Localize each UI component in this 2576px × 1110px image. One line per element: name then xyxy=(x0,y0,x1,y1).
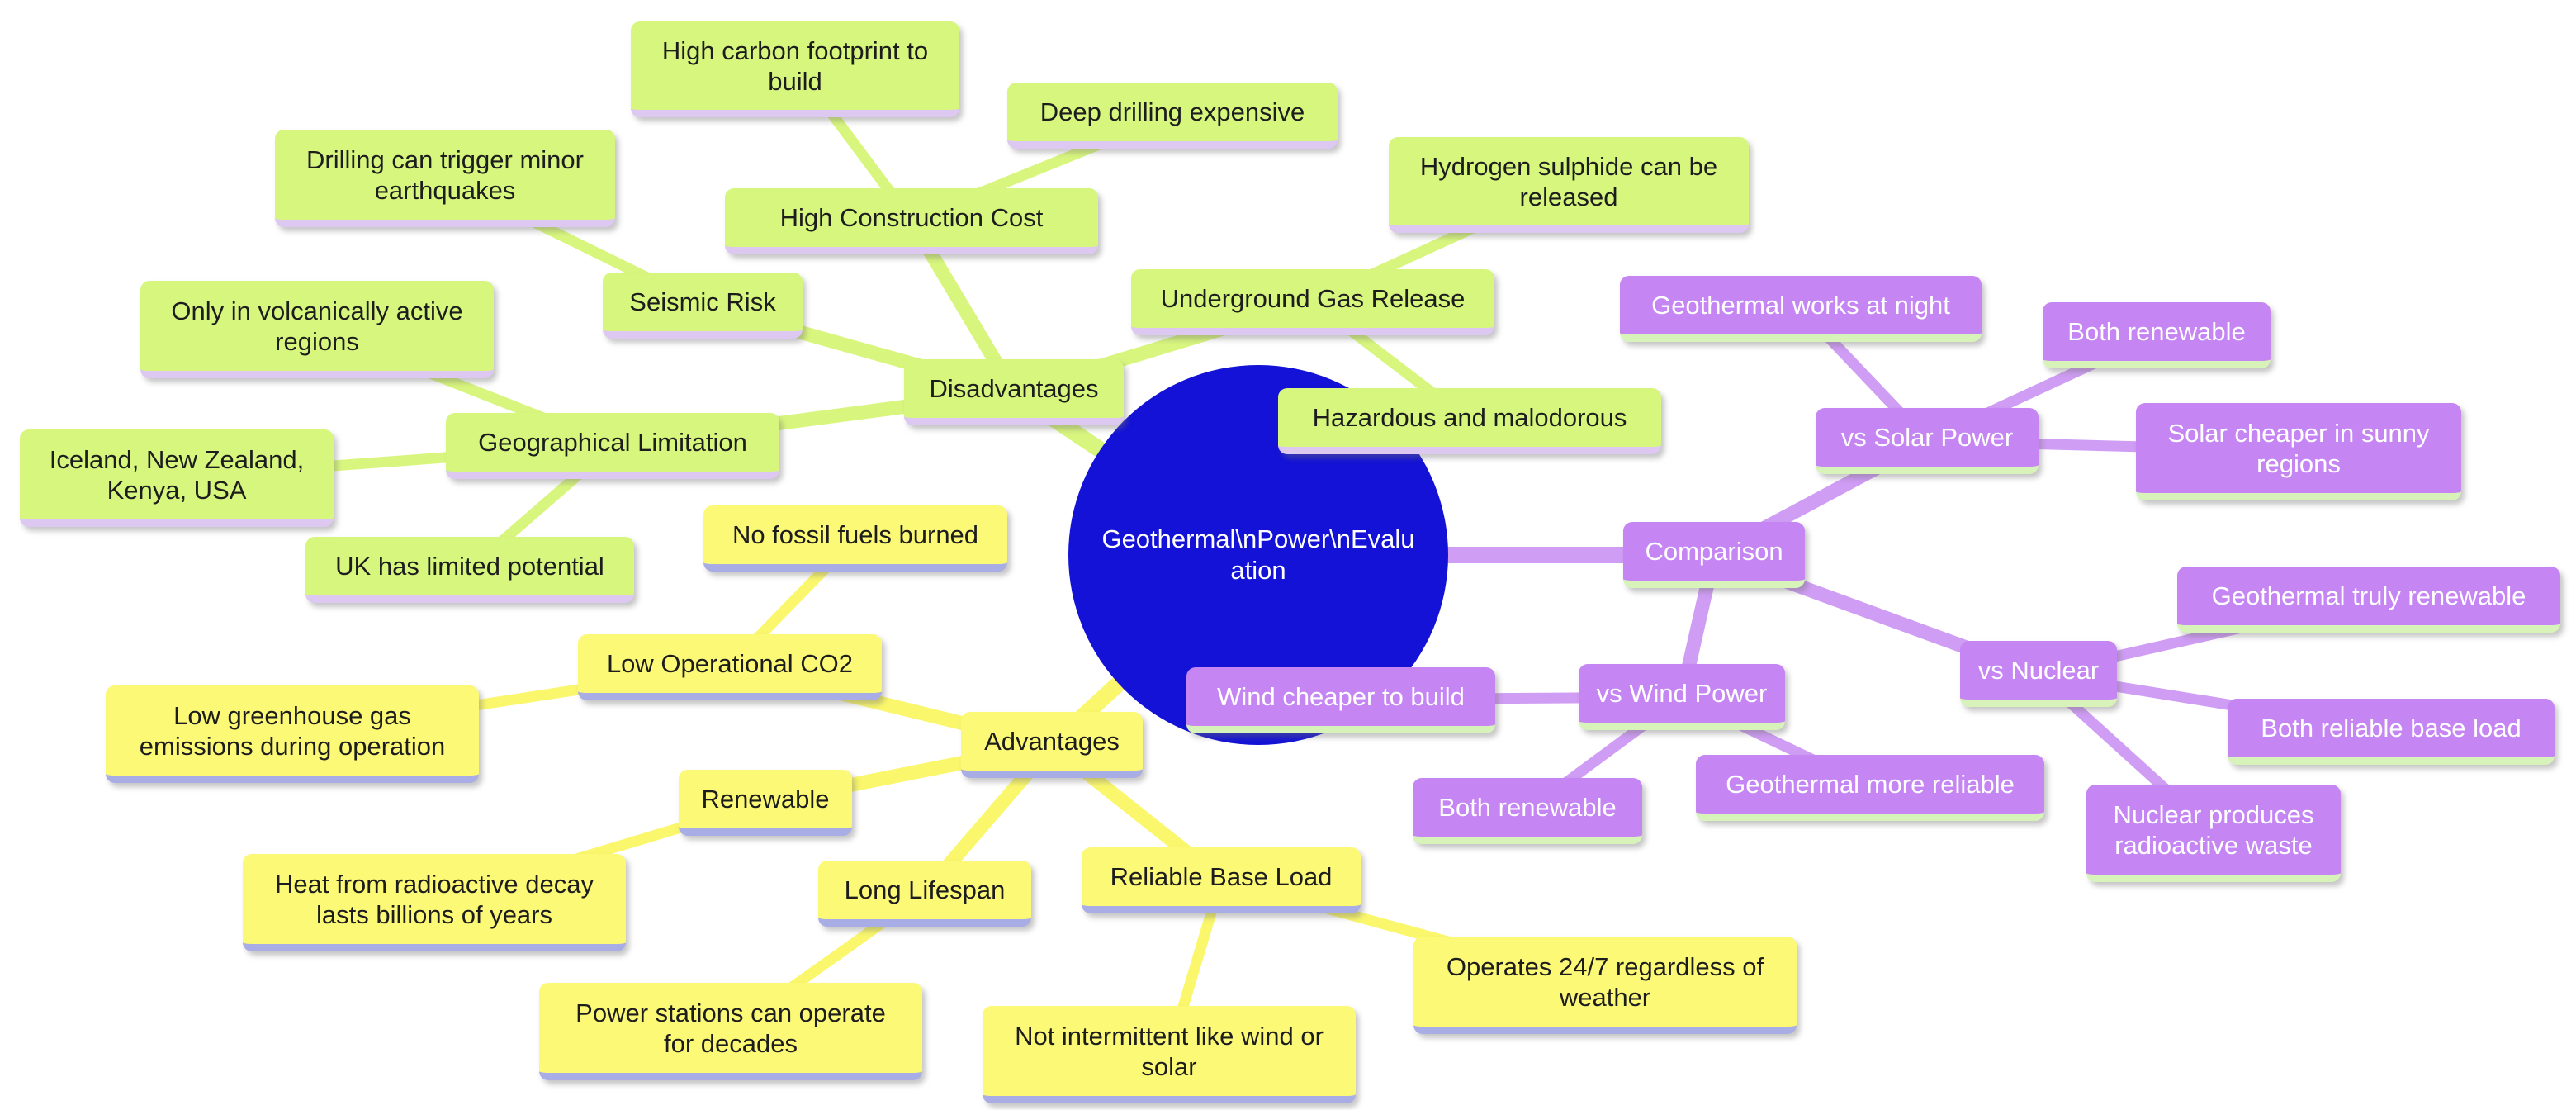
node-both-renewable-solar: Both renewable xyxy=(2043,302,2271,368)
node-label-line: solar xyxy=(1141,1051,1197,1081)
node-vs-solar-power: vs Solar Power xyxy=(1816,408,2039,474)
node-power-stations-operate-decades: Power stations can operate for decades xyxy=(539,983,922,1080)
node-label-line: for decades xyxy=(664,1028,798,1058)
root-label-line: ation xyxy=(1230,556,1286,585)
node-hazardous-and-malodorous: Hazardous and malodorous xyxy=(1278,388,1661,454)
node-label-line: Long Lifespan xyxy=(844,875,1006,904)
node-geographical-limitation: Geographical Limitation xyxy=(446,413,779,479)
node-label-line: Not intermittent like wind or xyxy=(1015,1021,1324,1051)
node-label-line: earthquakes xyxy=(374,175,516,205)
node-label-line: vs Wind Power xyxy=(1596,679,1768,708)
node-label-line: emissions during operation xyxy=(139,731,446,761)
node-label-line: UK has limited potential xyxy=(335,552,604,581)
node-high-carbon-footprint: High carbon footprint to build xyxy=(631,21,959,117)
node-label-line: regions xyxy=(275,326,359,356)
node-advantages: Advantages xyxy=(961,712,1143,778)
node-high-construction-cost: High Construction Cost xyxy=(725,188,1098,254)
node-label-line: Heat from radioactive decay xyxy=(275,869,594,899)
node-label-line: vs Nuclear xyxy=(1977,656,2100,685)
node-geothermal-works-at-night: Geothermal works at night xyxy=(1620,276,1982,342)
node-label-line: Operates 24/7 regardless of xyxy=(1446,951,1764,981)
node-label-line: Geothermal works at night xyxy=(1651,291,1950,320)
node-wind-cheaper-to-build: Wind cheaper to build xyxy=(1186,667,1495,733)
node-label-line: Seismic Risk xyxy=(629,287,776,316)
node-geothermal-more-reliable: Geothermal more reliable xyxy=(1696,755,2044,821)
node-no-fossil-fuels-burned: No fossil fuels burned xyxy=(703,505,1007,572)
node-vs-wind-power: vs Wind Power xyxy=(1579,664,1785,730)
node-heat-radioactive-decay: Heat from radioactive decay lasts billio… xyxy=(243,854,626,951)
node-not-intermittent: Not intermittent like wind or solar xyxy=(983,1006,1356,1103)
node-label-line: Iceland, New Zealand, xyxy=(49,444,305,474)
node-label-line: Wind cheaper to build xyxy=(1217,682,1465,711)
node-label-line: weather xyxy=(1559,982,1651,1012)
node-underground-gas-release: Underground Gas Release xyxy=(1131,269,1494,335)
node-renewable: Renewable xyxy=(679,770,852,836)
node-only-volcanically-active-regions: Only in volcanically active regions xyxy=(140,281,494,378)
node-label-line: High carbon footprint to xyxy=(661,36,929,65)
node-label-line: No fossil fuels burned xyxy=(732,520,979,549)
node-label-line: Renewable xyxy=(701,785,830,814)
node-iceland-new-zealand-kenya-usa: Iceland, New Zealand, Kenya, USA xyxy=(20,429,334,527)
node-label-line: lasts billions of years xyxy=(315,899,552,929)
node-deep-drilling-expensive: Deep drilling expensive xyxy=(1007,83,1338,149)
node-label-line: Solar cheaper in sunny xyxy=(2167,418,2430,448)
node-label-line: Low greenhouse gas xyxy=(173,700,411,730)
node-hydrogen-sulphide-released: Hydrogen sulphide can be released xyxy=(1389,137,1749,233)
node-both-renewable-wind: Both renewable xyxy=(1413,778,1642,844)
node-label-line: regions xyxy=(2256,448,2341,478)
node-vs-nuclear: vs Nuclear xyxy=(1960,641,2117,707)
node-seismic-risk: Seismic Risk xyxy=(603,273,803,339)
root-label-line: Geothermal\nPower\nEvalu xyxy=(1101,524,1415,553)
node-comparison: Comparison xyxy=(1623,522,1805,588)
node-label-line: Underground Gas Release xyxy=(1160,284,1466,313)
node-nuclear-radioactive-waste: Nuclear produces radioactive waste xyxy=(2086,785,2341,882)
node-both-reliable-base-load: Both reliable base load xyxy=(2228,699,2555,765)
node-label-line: vs Solar Power xyxy=(1840,423,2014,452)
node-label-line: radioactive waste xyxy=(2114,830,2313,860)
node-disadvantages: Disadvantages xyxy=(904,359,1124,425)
node-label-line: Disadvantages xyxy=(929,374,1099,403)
node-label-line: Hazardous and malodorous xyxy=(1312,403,1627,432)
node-reliable-base-load: Reliable Base Load xyxy=(1082,847,1361,913)
node-operates-24-7: Operates 24/7 regardless of weather xyxy=(1413,937,1797,1034)
node-low-greenhouse-gas-emissions: Low greenhouse gas emissions during oper… xyxy=(106,685,479,783)
node-label-line: build xyxy=(768,66,822,96)
node-label-line: Low Operational CO2 xyxy=(606,649,854,678)
node-label-line: Reliable Base Load xyxy=(1110,862,1333,891)
node-label-line: Kenya, USA xyxy=(107,475,247,505)
node-label-line: Drilling can trigger minor xyxy=(306,145,584,174)
node-label-line: Both renewable xyxy=(1438,793,1617,822)
node-label-line: Comparison xyxy=(1645,537,1783,566)
node-label-line: Deep drilling expensive xyxy=(1039,97,1305,126)
node-drilling-trigger-earthquakes: Drilling can trigger minor earthquakes xyxy=(275,130,615,227)
node-label-line: Geothermal truly renewable xyxy=(2211,581,2526,610)
node-label-line: Geographical Limitation xyxy=(478,428,747,457)
node-uk-limited-potential: UK has limited potential xyxy=(305,537,634,603)
node-label-line: released xyxy=(1519,182,1618,211)
node-label-line: Both reliable base load xyxy=(2261,714,2522,742)
node-label-line: Hydrogen sulphide can be xyxy=(1419,151,1718,181)
node-label-line: Geothermal more reliable xyxy=(1726,770,2015,799)
node-label-line: High Construction Cost xyxy=(779,203,1044,232)
node-low-operational-co2: Low Operational CO2 xyxy=(578,634,882,700)
node-label-line: Only in volcanically active xyxy=(171,296,463,325)
node-long-lifespan: Long Lifespan xyxy=(818,861,1031,927)
node-geothermal-truly-renewable: Geothermal truly renewable xyxy=(2177,567,2560,633)
node-solar-cheaper-sunny-regions: Solar cheaper in sunny regions xyxy=(2136,403,2461,500)
node-label-line: Advantages xyxy=(984,727,1120,756)
node-label-line: Both renewable xyxy=(2067,317,2246,346)
node-label-line: Power stations can operate xyxy=(575,998,886,1027)
node-label-line: Nuclear produces xyxy=(2113,799,2314,829)
